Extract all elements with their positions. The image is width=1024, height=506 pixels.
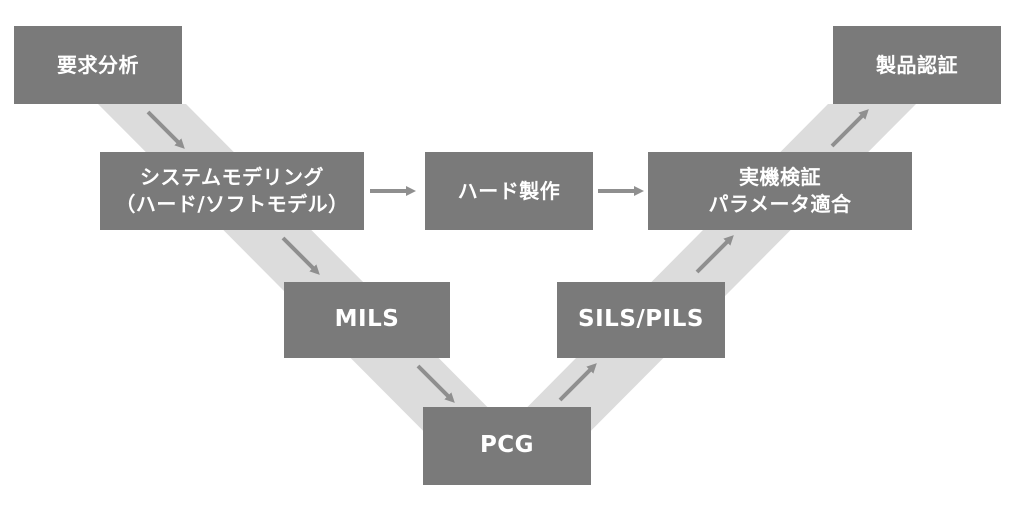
node-requirements: 要求分析 — [14, 26, 182, 104]
node-requirements-label: 要求分析 — [57, 52, 139, 77]
arrow-sils-to-real-machine — [695, 235, 734, 274]
arrow-mils-to-pcg — [416, 364, 455, 403]
node-hardware: ハード製作 — [425, 152, 593, 230]
node-system-modeling-line1: システムモデリング — [140, 165, 324, 189]
node-mils-label: MILS — [334, 306, 400, 333]
arrow-requirements-to-modeling — [146, 110, 185, 149]
node-sils-pils-label: SILS/PILS — [578, 306, 704, 333]
node-mils: MILS — [284, 282, 450, 358]
node-sils-pils: SILS/PILS — [557, 282, 725, 358]
node-certification: 製品認証 — [833, 26, 1001, 104]
arrow-modeling-to-mils — [281, 236, 320, 275]
node-pcg-label: PCG — [479, 432, 535, 459]
node-hardware-label: ハード製作 — [457, 178, 561, 203]
node-pcg: PCG — [423, 407, 591, 485]
arrow-real-machine-to-certification — [830, 109, 869, 148]
node-certification-label: 製品認証 — [876, 52, 958, 77]
node-real-machine: 実機検証 パラメータ適合 — [648, 152, 912, 230]
node-system-modeling-line2: （ハード/ソフトモデル） — [115, 192, 349, 216]
arrow-pcg-to-sils — [558, 363, 597, 402]
node-system-modeling: システムモデリング （ハード/ソフトモデル） — [100, 152, 364, 230]
node-real-machine-line1: 実機検証 — [739, 165, 821, 189]
node-real-machine-line2: パラメータ適合 — [708, 192, 852, 216]
